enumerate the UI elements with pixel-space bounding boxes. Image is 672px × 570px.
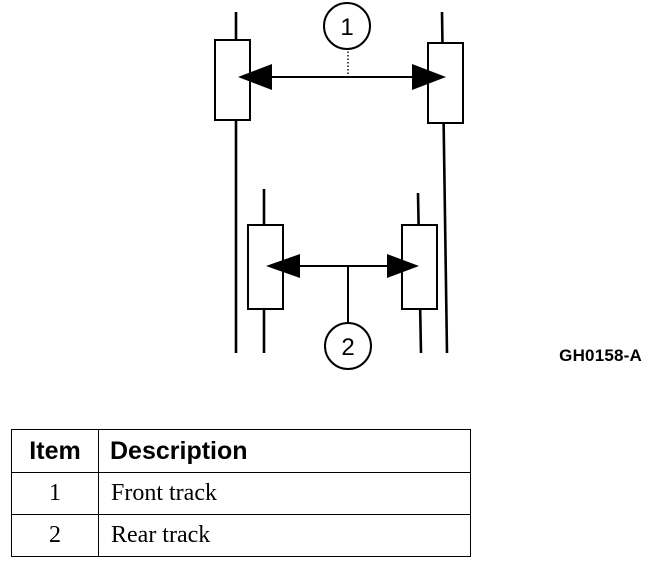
front-left-tire [214,39,251,121]
legend-row: 1 Front track [11,472,471,515]
front-track-dimension [238,41,446,90]
legend-row-item: 2 [11,514,99,557]
front-right-tire [427,42,464,124]
legend-header-item: Item [11,429,99,473]
legend-row-description: Front track [98,472,471,515]
rear-track-dimension [266,254,419,322]
legend-row: 2 Rear track [11,514,471,557]
legend-row-description: Rear track [98,514,471,557]
callout-1-number: 1 [340,14,353,41]
legend-header-description: Description [98,429,471,473]
legend-row-item: 1 [11,472,99,515]
legend-table: Item Description 1 Front track 2 Rear tr… [11,429,471,557]
callout-2-number: 2 [341,334,354,361]
callout-1: 1 [323,2,371,50]
legend-header-row: Item Description [11,429,471,473]
callout-2: 2 [324,322,372,370]
figure-reference-code: GH0158-A [559,346,642,365]
